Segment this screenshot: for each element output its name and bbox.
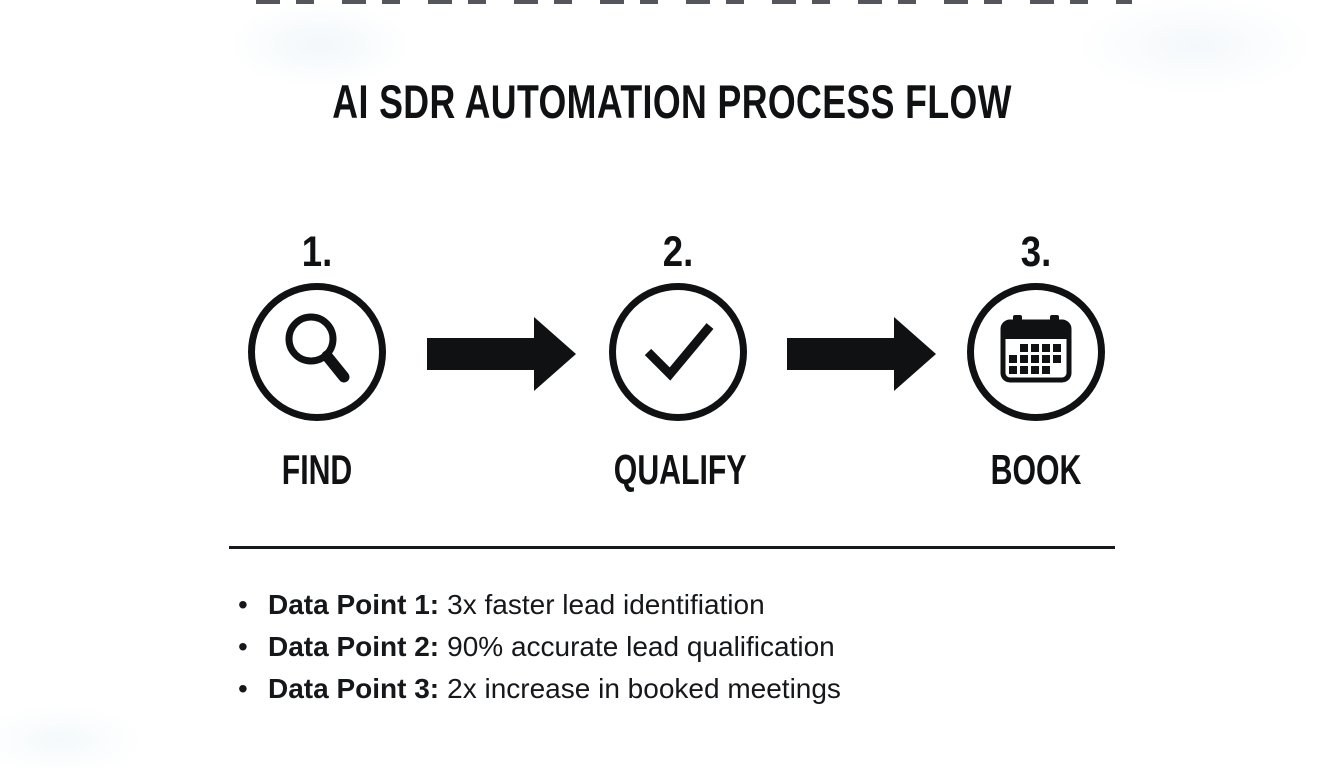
bullet-icon: • xyxy=(238,631,248,662)
data-point: Data Point 3:2x increase in booked meeti… xyxy=(268,668,841,710)
data-point-value: 2x increase in booked meetings xyxy=(447,673,841,704)
arrow-right-icon xyxy=(787,315,937,393)
search-icon xyxy=(275,307,359,398)
data-point: Data Point 1:3x faster lead identifiatio… xyxy=(268,584,765,626)
bullet-icon: • xyxy=(238,673,248,704)
step-qualify: 2. QUALIFY xyxy=(588,229,768,494)
data-point-label: Data Point 3: xyxy=(268,673,440,704)
data-point-value: 3x faster lead identifiation xyxy=(447,589,765,620)
step-circle xyxy=(248,283,386,421)
step-number: 3. xyxy=(1020,228,1052,276)
step-label: BOOK xyxy=(990,446,1082,493)
step-number: 2. xyxy=(662,228,694,276)
data-point: Data Point 2:90% accurate lead qualifica… xyxy=(268,626,835,668)
list-item: • Data Point 1:3x faster lead identifiat… xyxy=(238,584,841,626)
divider-line xyxy=(229,546,1115,549)
step-circle xyxy=(967,283,1105,421)
title-row: AI SDR AUTOMATION PROCESS FLOW xyxy=(0,76,1344,128)
data-point-label: Data Point 2: xyxy=(268,631,440,662)
data-points-list: • Data Point 1:3x faster lead identifiat… xyxy=(238,584,841,710)
data-point-value: 90% accurate lead qualification xyxy=(447,631,835,662)
list-item: • Data Point 2:90% accurate lead qualifi… xyxy=(238,626,841,668)
arrow-right-icon xyxy=(427,315,577,393)
step-label: QUALIFY xyxy=(613,446,747,493)
step-find: 1. FIND xyxy=(227,229,407,494)
step-circle xyxy=(609,283,747,421)
step-label: FIND xyxy=(281,446,353,493)
list-item: • Data Point 3:2x increase in booked mee… xyxy=(238,668,841,710)
bullet-icon: • xyxy=(238,589,248,620)
calendar-icon xyxy=(1000,314,1072,390)
page-title: AI SDR AUTOMATION PROCESS FLOW xyxy=(332,75,1012,128)
step-number: 1. xyxy=(301,228,333,276)
cropped-text-artifact xyxy=(256,0,1132,4)
data-point-label: Data Point 1: xyxy=(268,589,440,620)
checkmark-icon xyxy=(640,318,716,387)
step-book: 3. xyxy=(946,229,1126,494)
